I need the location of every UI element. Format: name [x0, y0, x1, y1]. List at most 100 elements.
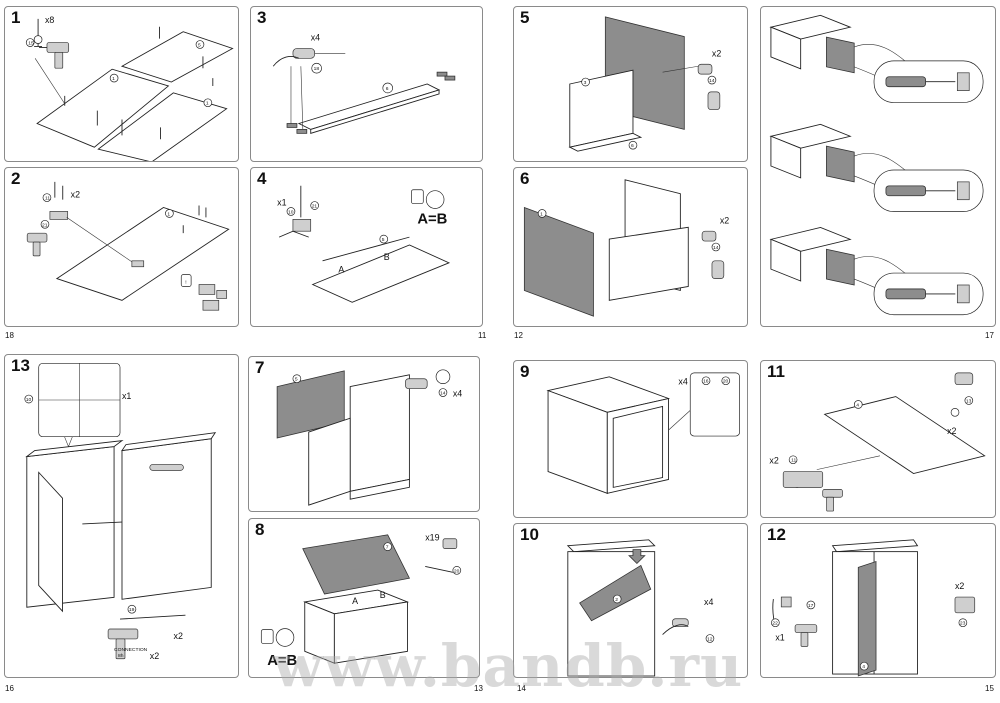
svg-text:x2: x2: [150, 651, 159, 661]
step-4-diagram: x1 10 21 A B 5 A=B: [277, 185, 451, 303]
svg-text:5: 5: [198, 42, 201, 48]
svg-text:6: 6: [631, 143, 634, 149]
bottom-panel-board: [311, 244, 451, 303]
qty-label: x8: [45, 15, 54, 25]
cam-lock-icon: [405, 369, 451, 389]
svg-text:4: 4: [862, 664, 865, 670]
drill-icon: [39, 42, 70, 69]
svg-text:4: 4: [856, 402, 859, 408]
cam-bolt-icon: [33, 18, 43, 47]
step-number: 2: [11, 169, 21, 188]
step-6-diagram: 1 x2 14: [523, 179, 729, 317]
page-number: 15: [985, 684, 994, 693]
svg-text:x1: x1: [122, 391, 131, 401]
hinge-plate-icon: [49, 211, 145, 268]
step-17-panel: [760, 6, 996, 327]
svg-text:A: A: [352, 596, 358, 606]
page-number: 12: [514, 331, 523, 340]
drill-icon: [26, 232, 48, 257]
step-2-panel: 2 x2 x1 1 11 21 !: [4, 167, 239, 327]
step-number: 9: [520, 362, 530, 381]
step-11-panel: 11 4 13 x2 x2 11 23: [760, 360, 996, 518]
step-5-panel: 5 3 6 x2 14: [513, 6, 748, 162]
tape-measure-icon: [411, 189, 445, 209]
screwdriver-icon: [885, 76, 926, 88]
cam-lock-icon: [697, 63, 721, 111]
svg-text:x2: x2: [769, 456, 778, 466]
back-panel-grey: [302, 534, 411, 595]
detail-callout: [689, 372, 740, 437]
step-number: 8: [255, 520, 265, 539]
svg-text:3: 3: [584, 80, 587, 86]
svg-text:23: 23: [960, 621, 966, 627]
step-4-panel: 4 x1 10 21 A B 5 A=B: [250, 167, 483, 327]
svg-text:10: 10: [26, 397, 32, 403]
svg-text:x1: x1: [277, 198, 286, 208]
cabinet-adjust-2: [769, 123, 984, 212]
svg-text:21: 21: [312, 204, 318, 210]
svg-text:8h: 8h: [118, 653, 124, 659]
drill-icon: [107, 628, 139, 660]
down-arrow-icon: [628, 549, 646, 565]
screwdriver-icon: [885, 185, 926, 197]
shelf-board: [297, 83, 441, 130]
svg-text:22: 22: [772, 621, 778, 627]
tape-measure-icon: [260, 628, 295, 647]
page-number: 17: [985, 331, 994, 340]
svg-text:14: 14: [440, 391, 446, 397]
step-number: 10: [520, 525, 539, 544]
info-icon: !: [180, 274, 192, 287]
step-2-diagram: x2 x1 1 11 21 !: [26, 181, 230, 311]
hand-leg-icon: [950, 372, 974, 417]
hinge-detail-icon: [782, 471, 824, 488]
step-11-diagram: 4 13 x2 x2 11 23: [769, 372, 986, 512]
step-17-diagram: [769, 14, 984, 316]
page-number: 14: [517, 684, 526, 693]
step-number: 4: [257, 169, 267, 188]
door-grey: [857, 560, 877, 677]
svg-text:21: 21: [42, 222, 48, 228]
svg-text:14: 14: [709, 78, 715, 84]
step-number: 11: [767, 362, 785, 381]
page-number: 16: [5, 684, 14, 693]
svg-text:6: 6: [386, 86, 389, 92]
page-number: 18: [5, 331, 14, 340]
svg-text:5: 5: [382, 237, 385, 243]
svg-text:14: 14: [713, 245, 719, 251]
bracket-icon: [278, 185, 312, 238]
door-handle: [149, 464, 184, 471]
svg-text:CONNECTION: CONNECTION: [114, 647, 148, 653]
svg-text:x19: x19: [425, 533, 439, 543]
svg-text:11: 11: [45, 196, 50, 202]
step-12-diagram: 4 x2 23 17 22 x1: [771, 539, 976, 677]
svg-text:x4: x4: [311, 33, 320, 43]
svg-text:12: 12: [707, 636, 713, 642]
step-8-panel: 8 7 A B x19 20 A=B: [248, 518, 480, 678]
step-3-diagram: x4 18 6: [272, 33, 456, 134]
step-number: 7: [255, 358, 265, 377]
svg-text:!: !: [185, 280, 186, 286]
svg-text:x2: x2: [174, 631, 183, 641]
svg-text:5: 5: [295, 377, 298, 383]
hand-pin-icon: [662, 618, 689, 635]
step-13-panel: 13 x1 10 x2 19 CONNECTION 8h x2: [4, 354, 239, 678]
page-number: 11: [478, 331, 487, 340]
step-7-diagram: 5 x4 14: [276, 369, 462, 506]
hammer-nail-icon: [425, 538, 458, 573]
side-panel-board: [97, 92, 228, 161]
svg-text:1: 1: [167, 211, 170, 217]
cam-lock-icon: [701, 230, 725, 279]
svg-text:A=B: A=B: [417, 211, 447, 227]
svg-text:1: 1: [540, 211, 543, 217]
svg-text:15: 15: [28, 41, 34, 47]
step-number: 3: [257, 8, 267, 27]
drill-icon: [794, 624, 818, 647]
step-8-diagram: 7 A B x19 20 A=B: [260, 533, 462, 669]
door-panel-board: [823, 396, 986, 475]
step-9-diagram: x4 16 20: [546, 372, 740, 494]
svg-text:A: A: [338, 265, 344, 275]
svg-text:B: B: [380, 590, 386, 600]
side-panel-board: [36, 68, 170, 148]
hand-pin-icon: [272, 48, 346, 67]
step-3-panel: 3 x4 18 6: [250, 6, 483, 162]
